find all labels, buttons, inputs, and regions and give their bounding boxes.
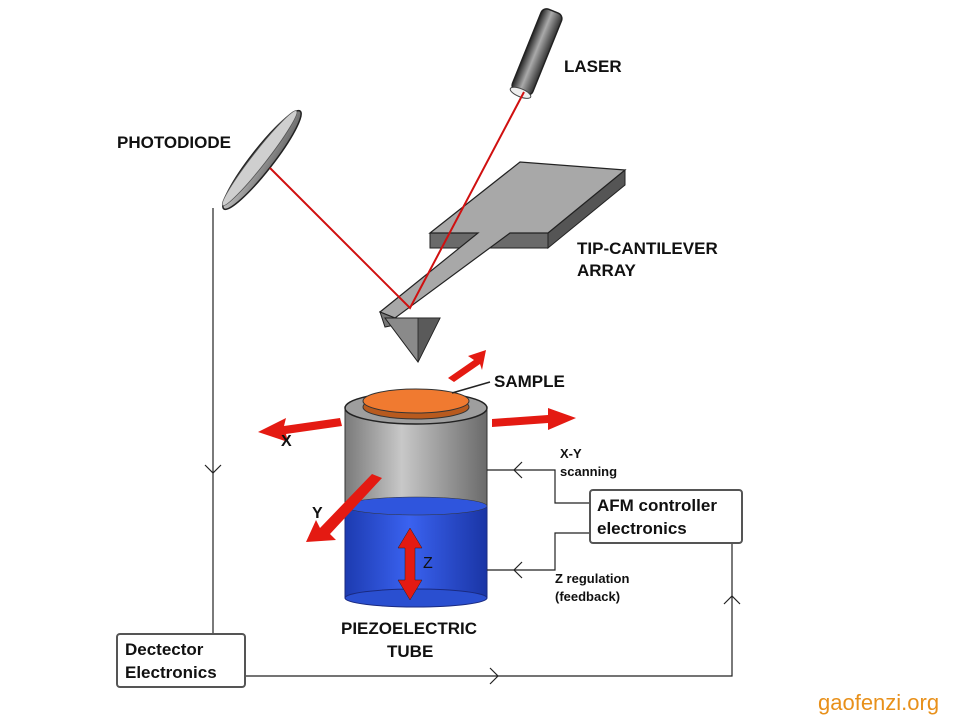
back-arrow bbox=[448, 350, 486, 382]
laser bbox=[509, 8, 563, 99]
detector-label-1: Dectector bbox=[125, 640, 204, 659]
y-axis-label: Y bbox=[312, 505, 323, 522]
laser-beam bbox=[269, 91, 525, 310]
afm-controller-box: AFM controller electronics bbox=[589, 489, 743, 544]
piezo-label-1: PIEZOELECTRIC bbox=[341, 619, 477, 638]
z-arrow bbox=[397, 527, 423, 601]
piezoelectric-tube bbox=[344, 391, 488, 608]
z-regulation-label-1: Z regulation bbox=[555, 571, 629, 586]
xy-scanning-label-1: X-Y bbox=[560, 446, 582, 461]
sample bbox=[362, 381, 491, 420]
detector-label-2: Electronics bbox=[125, 663, 217, 682]
x-axis-label: X bbox=[281, 433, 292, 450]
tip-cantilever-array bbox=[378, 161, 627, 363]
y-arrow bbox=[306, 474, 382, 542]
afm-controller-label-2: electronics bbox=[597, 519, 687, 538]
x-arrow-right bbox=[492, 408, 576, 430]
x-arrow-left bbox=[258, 418, 342, 442]
cantilever-label-2: ARRAY bbox=[577, 261, 637, 280]
watermark: gaofenzi.org bbox=[818, 690, 939, 715]
sample-label: SAMPLE bbox=[494, 372, 565, 391]
xy-scanning-label-2: scanning bbox=[560, 464, 617, 479]
z-axis-label: Z bbox=[423, 555, 433, 572]
wires bbox=[204, 208, 741, 685]
photodiode bbox=[221, 109, 302, 211]
photodiode-label: PHOTODIODE bbox=[117, 133, 231, 152]
z-regulation-label-2: (feedback) bbox=[555, 589, 620, 604]
afm-controller-label-1: AFM controller bbox=[597, 496, 717, 515]
laser-label: LASER bbox=[564, 57, 622, 76]
piezo-label-2: TUBE bbox=[387, 642, 433, 661]
cantilever-label-1: TIP-CANTILEVER bbox=[577, 239, 718, 258]
detector-electronics-box: Dectector Electronics bbox=[116, 633, 246, 688]
